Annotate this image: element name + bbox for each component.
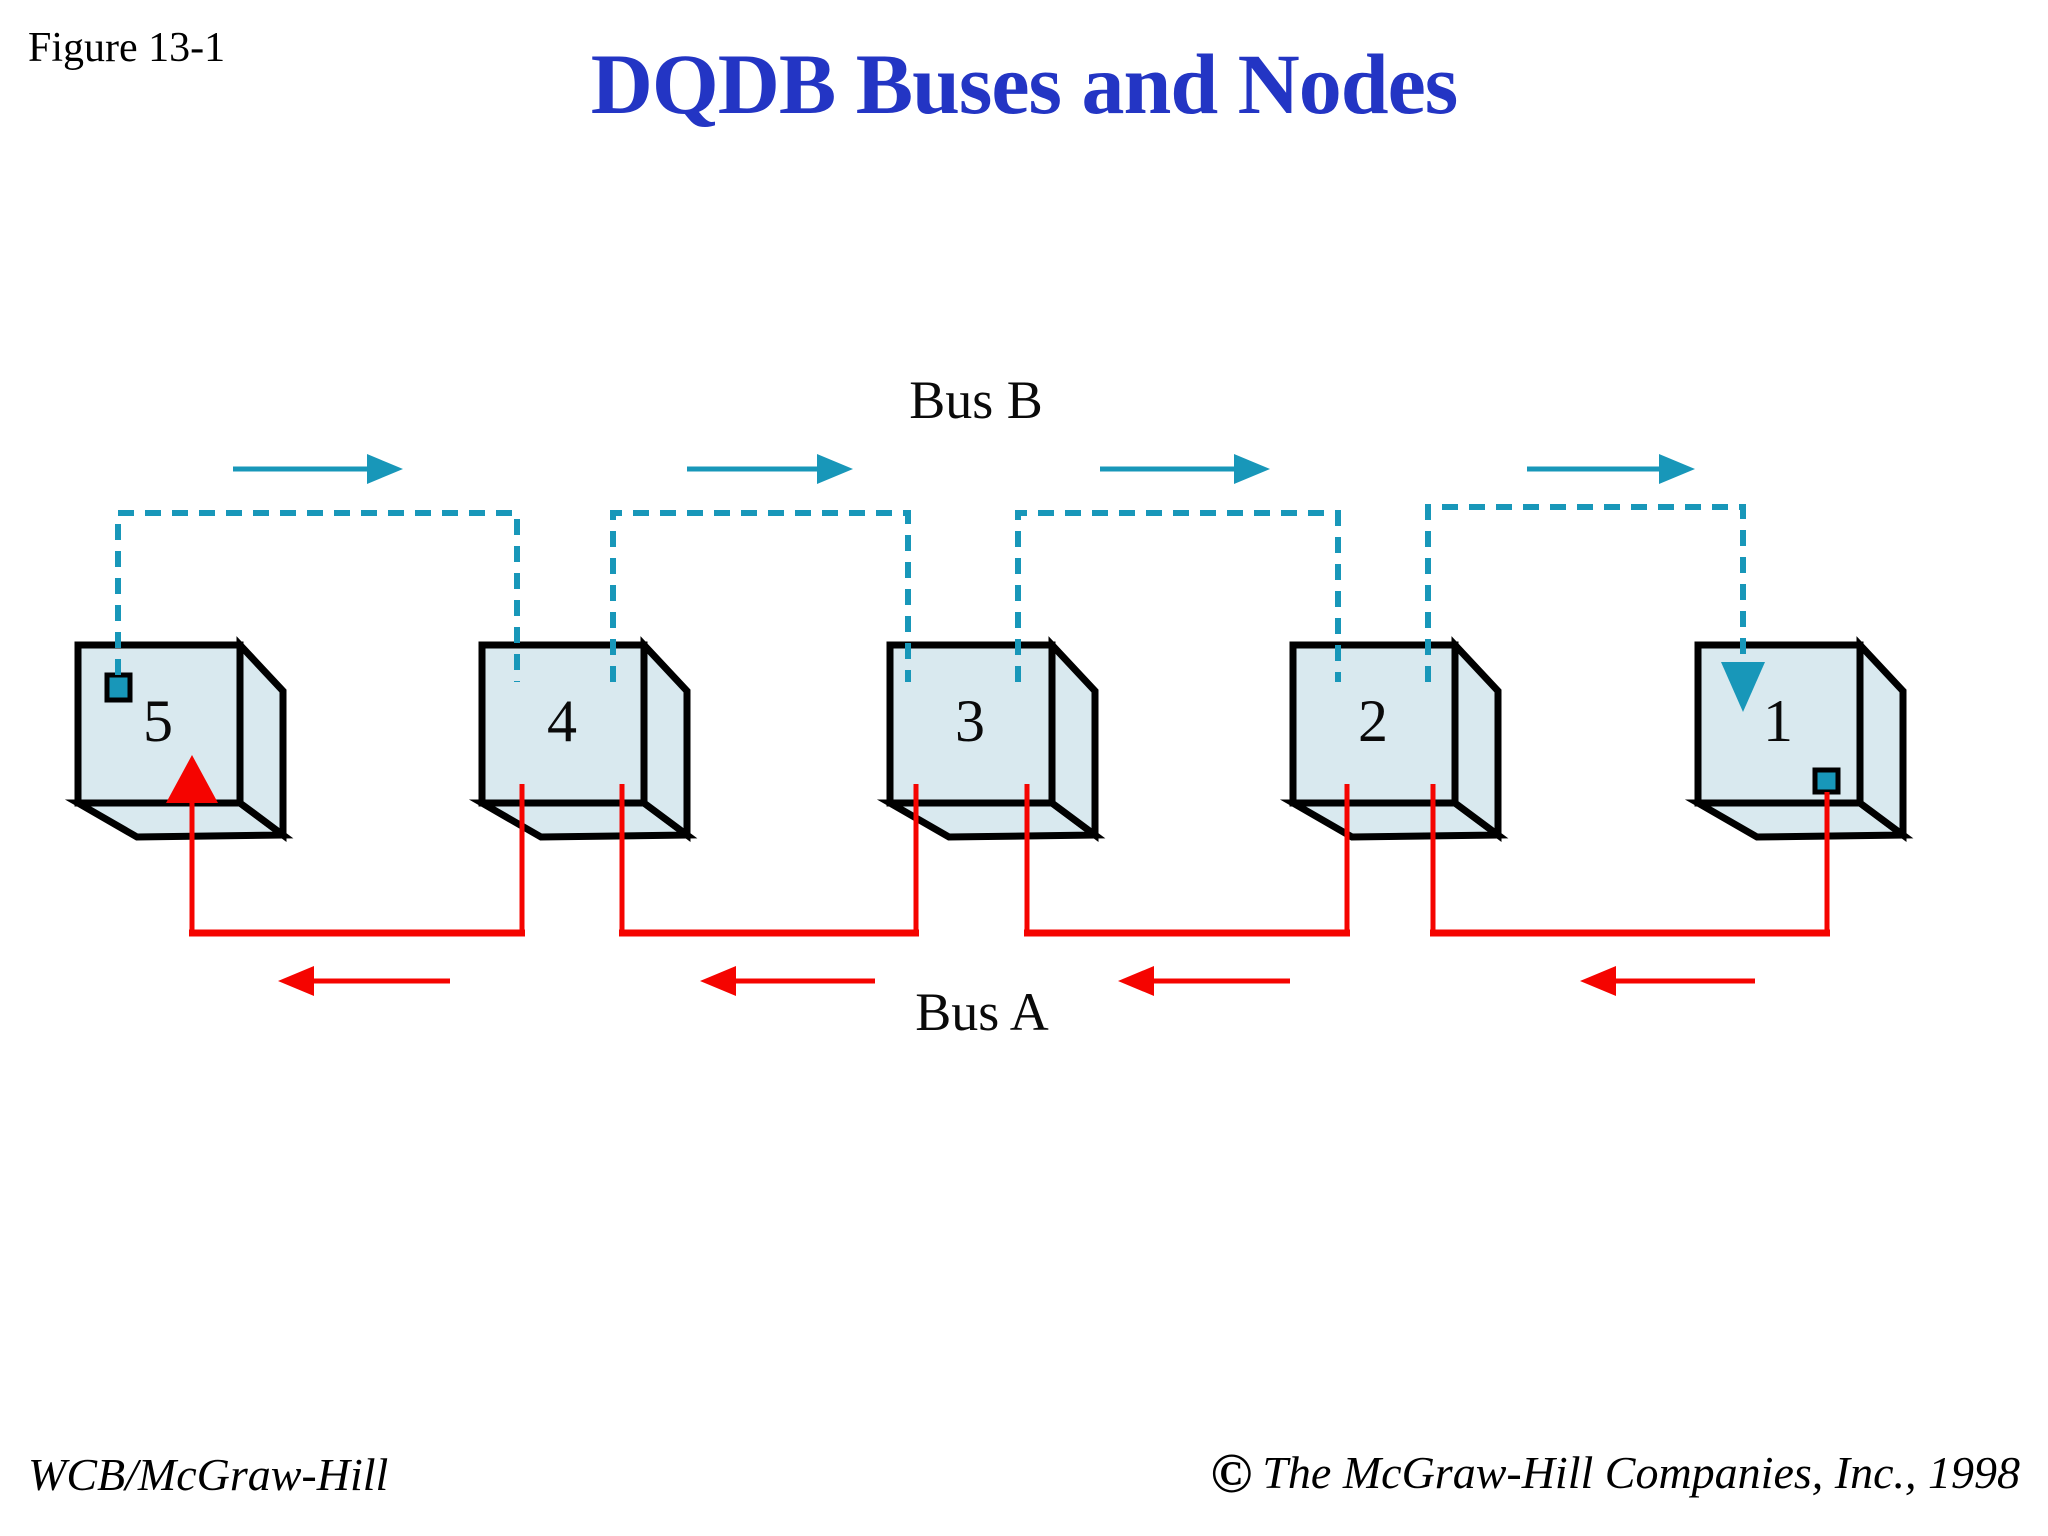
footer-copyright-text: The McGraw-Hill Companies, Inc., 1998 [1262,1447,2020,1498]
bus-b-direction-arrow [233,454,403,484]
node-right-face [1856,636,1907,842]
node-number: 4 [547,688,577,754]
bus-a-label: Bus A [915,982,1049,1042]
bus-b-direction-arrow [1100,454,1270,484]
node-front-face [478,641,648,807]
node-number: 3 [955,688,985,754]
node-right-face [640,636,691,842]
bus-a-direction-arrow [1580,966,1755,996]
bus-a-direction-arrow [1118,966,1290,996]
node-right-face [1451,636,1502,842]
page-title: DQDB Buses and Nodes [590,36,1459,132]
node-number: 2 [1358,688,1388,754]
figure-label: Figure 13-1 [28,25,226,71]
bus-b-segment-3-to-2 [1015,510,1341,682]
footer-copyright: ©The McGraw-Hill Companies, Inc., 1998 [1211,1442,2021,1506]
bus-b-start-port-square [104,672,133,703]
node-right-face [236,636,287,842]
bus-b-label: Bus B [909,370,1043,430]
bus-a-end-arrowhead [166,755,218,803]
bus-b-direction-arrow [687,454,853,484]
bus-b-segment-2-to-1 [1425,504,1746,682]
copyright-icon: © [1210,1443,1253,1505]
node-box-4: 4 [468,636,698,842]
bus-b [104,454,1765,712]
node-front-face [74,641,244,807]
node-front-face [886,641,1056,807]
node-box-3: 3 [876,636,1106,842]
bus-a-start-port-square [1812,767,1841,795]
node-number: 5 [143,688,173,754]
bus-a-direction-arrow [278,966,450,996]
node-number: 1 [1763,688,1793,754]
node-right-face [1048,636,1099,842]
bus-b-direction-arrow [1527,454,1695,484]
bus-b-segment-4-to-3 [610,510,911,682]
bus-a [166,755,1841,996]
node-box-5: 5 [64,636,294,842]
footer-publisher: WCB/McGraw-Hill [28,1449,389,1500]
node-box-2: 2 [1279,636,1509,842]
bus-b-end-arrowhead [1721,662,1765,712]
bus-b-segment-5-to-4 [115,510,520,682]
node-box-1: 1 [1684,636,1914,842]
bus-a-direction-arrow [700,966,875,996]
